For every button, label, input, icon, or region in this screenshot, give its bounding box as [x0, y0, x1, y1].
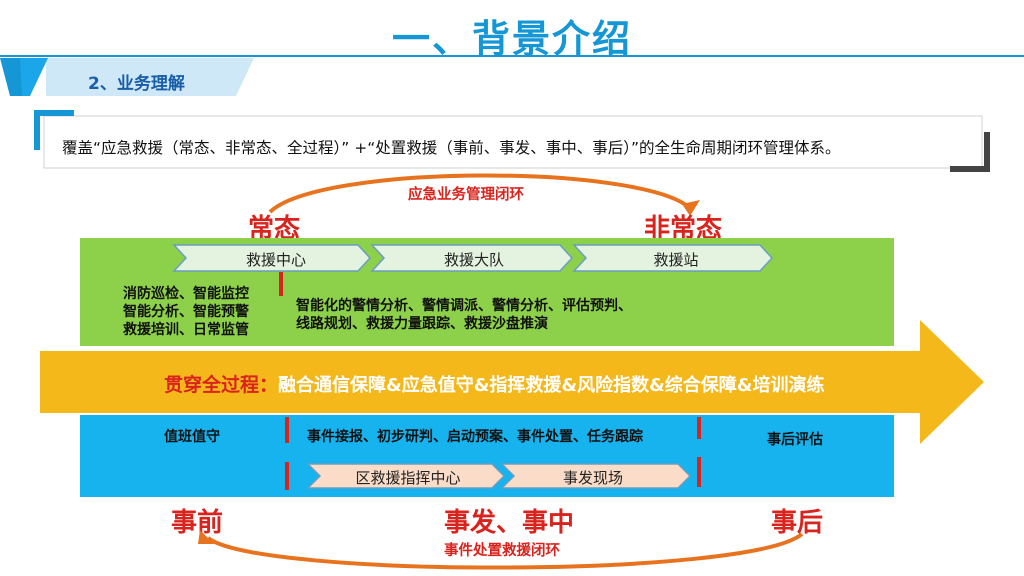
blue-divider-right-top — [697, 417, 701, 439]
post-evaluation-label: 事后评估 — [767, 432, 823, 448]
main-arrow-shape — [40, 320, 984, 444]
chevron-incident-scene: 事发现场 — [562, 469, 623, 487]
bracket-left-icon — [34, 110, 74, 150]
intro-box — [34, 110, 990, 172]
chevron-rescue-center: 救援中心 — [245, 251, 306, 269]
chevron-rescue-station: 救援站 — [653, 251, 699, 269]
blue-divider-left-top — [285, 417, 289, 443]
phase-after: 事后 — [771, 508, 824, 538]
phase-before: 事前 — [171, 508, 224, 538]
top-cycle-arc — [268, 173, 700, 216]
green-right-line-1: 智能化的警情分析、警情调派、警情分析、评估预判、 — [296, 298, 632, 314]
page-title: 一、背景介绍 — [391, 17, 632, 61]
bottom-cycle-arc — [198, 530, 804, 570]
section-label: 2、业务理解 — [88, 74, 185, 94]
chevron-district-command: 区救援指挥中心 — [355, 469, 461, 487]
chevron-rescue-brigade: 救援大队 — [443, 251, 504, 269]
bottom-arc-arrowhead-icon — [198, 530, 214, 544]
green-left-line-1: 消防巡检、智能监控 — [123, 286, 249, 302]
green-chevrons — [172, 244, 774, 272]
duty-label: 值班值守 — [164, 429, 220, 445]
main-arrow-text: 贯穿全过程：融合通信保障&应急值守&指挥救援&风险指数&综合保障&培训演练 — [164, 370, 825, 397]
main-arrow-content: 融合通信保障&应急值守&指挥救援&风险指数&综合保障&培训演练 — [278, 375, 825, 396]
main-arrow-prefix: 贯穿全过程： — [164, 374, 279, 396]
bracket-right-icon — [950, 132, 990, 172]
arc-arrowhead-icon — [682, 200, 700, 216]
header-decoration — [0, 55, 1024, 96]
bottom-cycle-label: 事件处置救援闭环 — [444, 543, 560, 559]
blue-chevrons — [306, 463, 692, 489]
top-cycle-label: 应急业务管理闭环 — [408, 187, 524, 203]
green-divider — [279, 272, 283, 296]
intro-text: 覆盖“应急救援（常态、非常态、全过程）” +“处置救援（事前、事发、事中、事后）… — [62, 139, 841, 157]
green-left-line-2: 智能分析、智能预警 — [123, 304, 249, 320]
incident-process-text: 事件接报、初步研判、启动预案、事件处置、任务跟踪 — [307, 429, 643, 445]
green-left-line-3: 救援培训、日常监管 — [123, 322, 249, 338]
blue-divider-left-bottom — [285, 462, 289, 490]
green-right-line-2: 线路规划、救援力量跟踪、救援沙盘推演 — [296, 316, 548, 332]
phase-during: 事发、事中 — [444, 508, 575, 538]
blue-divider-right-bottom — [697, 457, 701, 487]
